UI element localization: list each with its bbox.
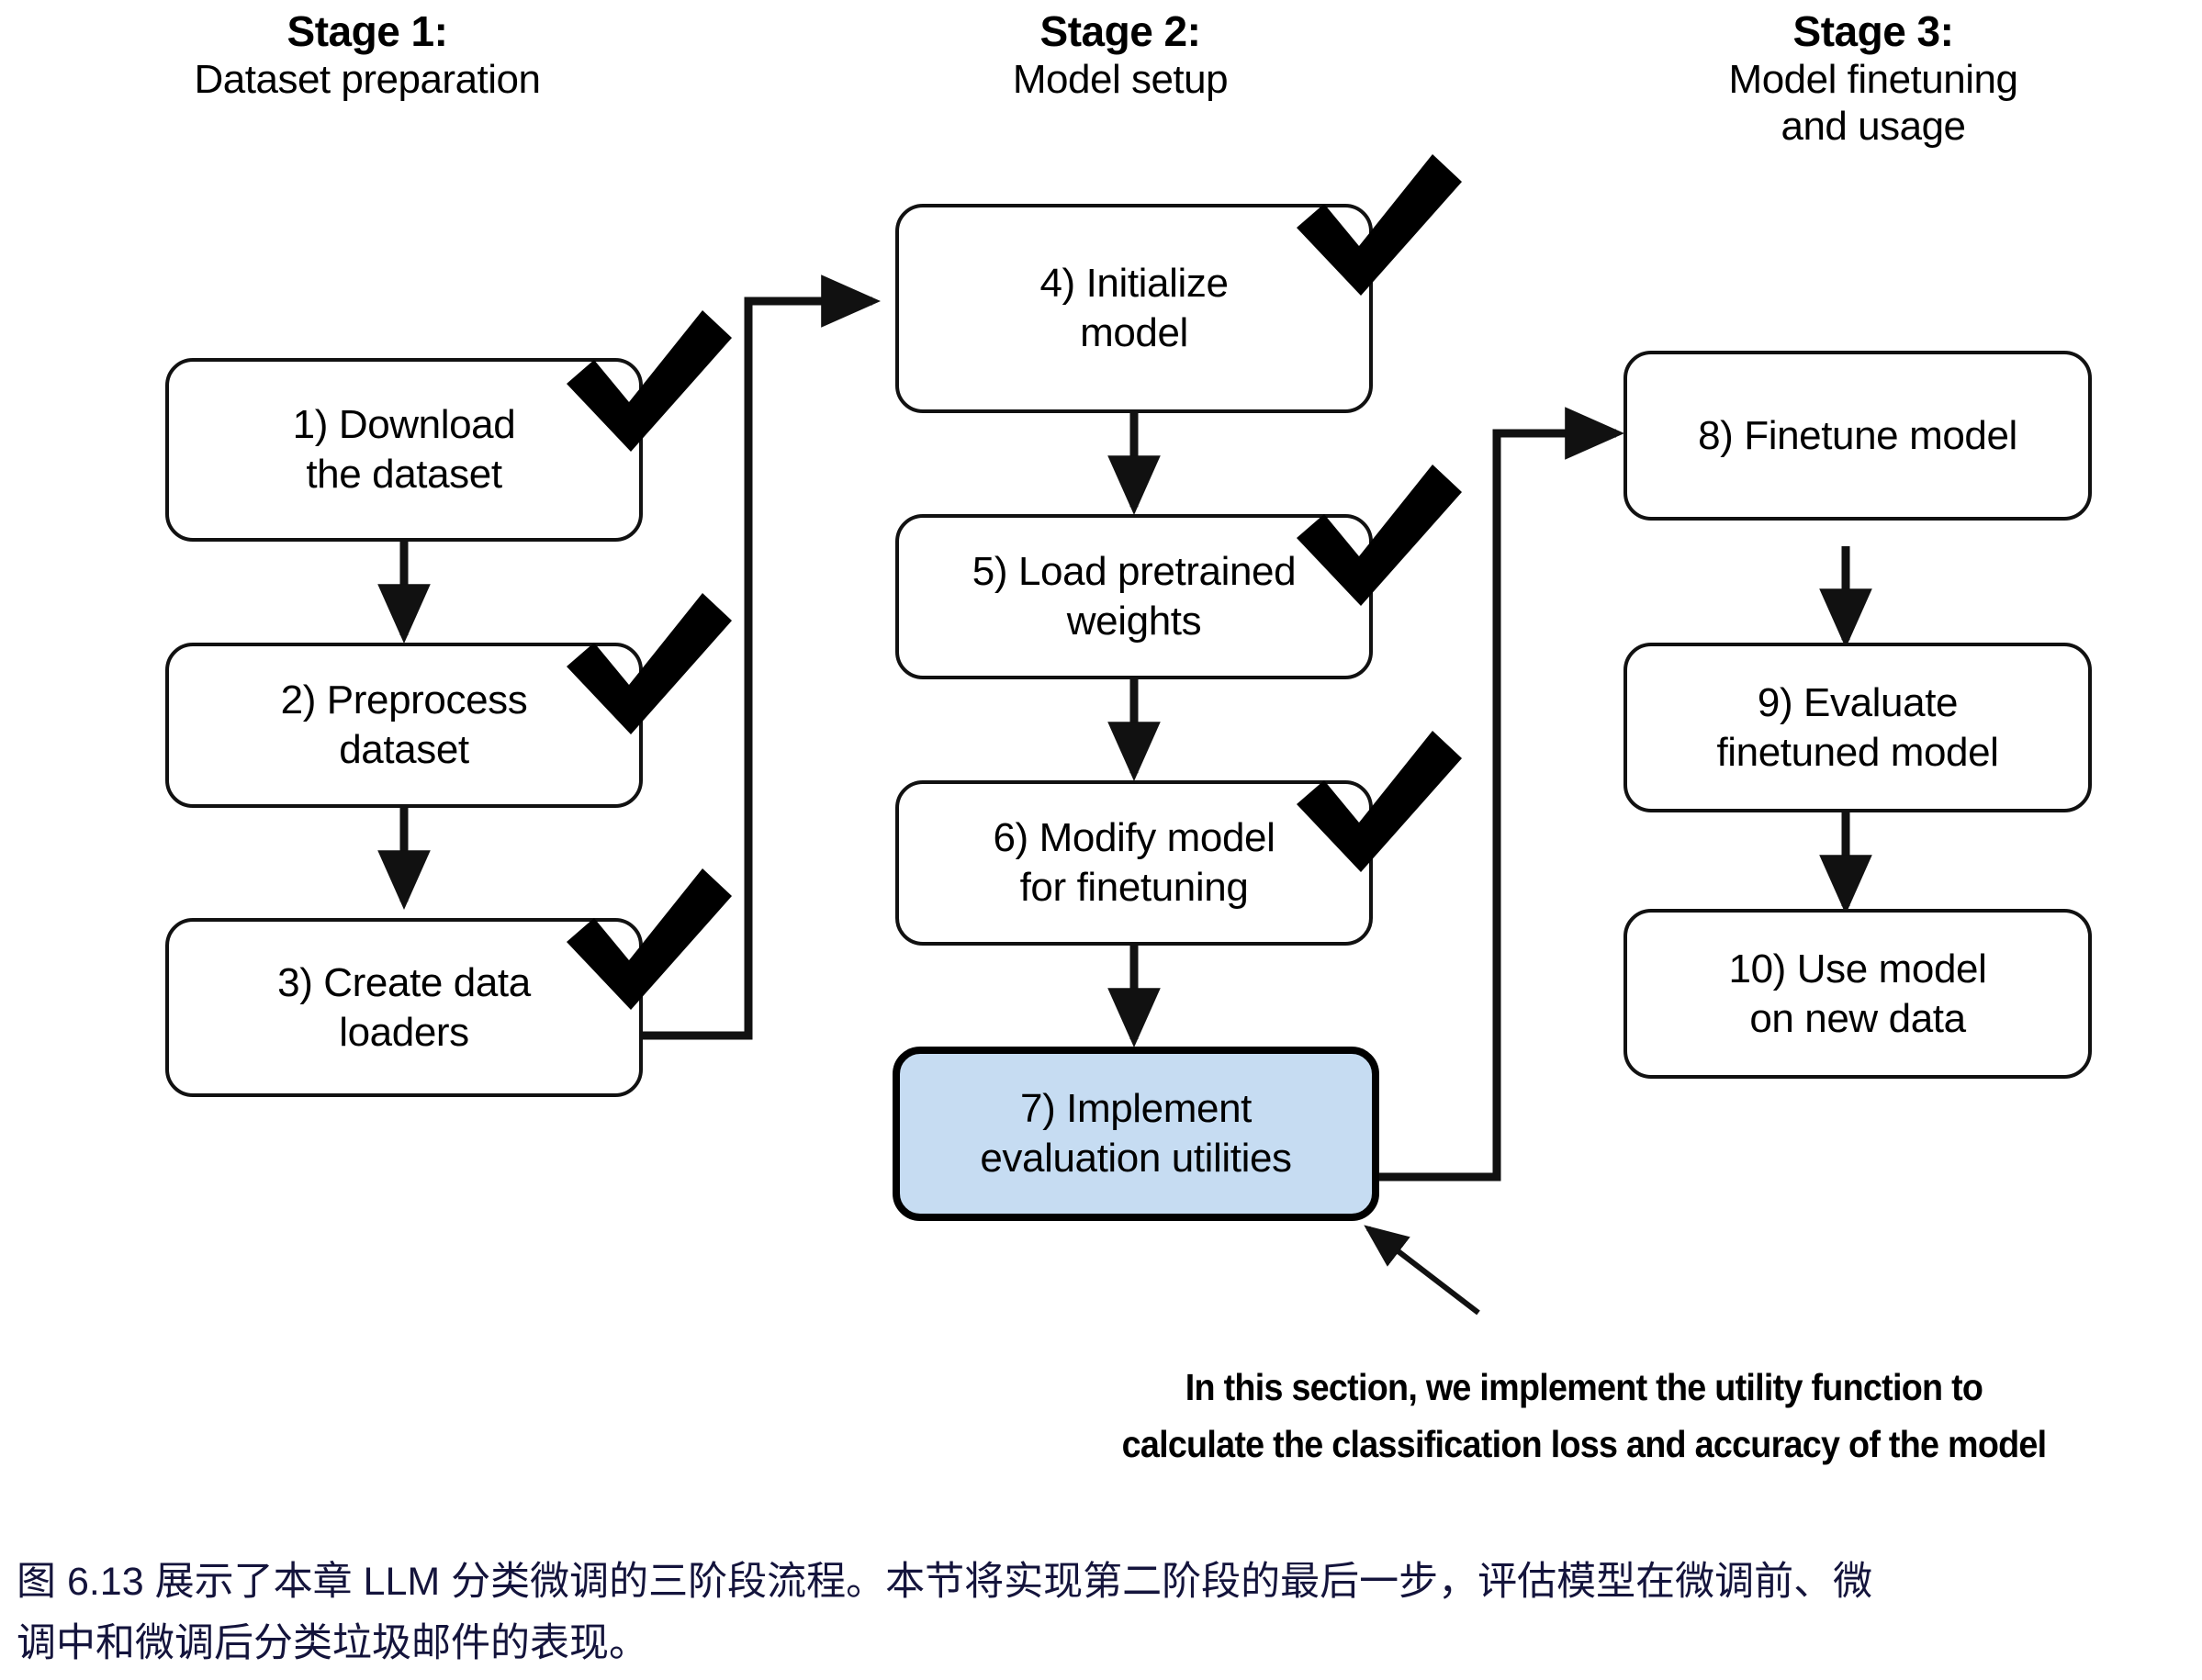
annotation-line-1: In this section, we implement the utilit…	[1185, 1366, 1983, 1408]
node-load-pretrained-weights[interactable]: 5) Load pretrained weights	[895, 514, 1373, 679]
stage-3-subtitle: Model finetuning and usage	[1728, 57, 2018, 150]
stage-1-title: Stage 1:	[286, 7, 448, 55]
stage-2-subtitle: Model setup	[1012, 57, 1229, 103]
caption-line-1: 图 6.13 展示了本章 LLM 分类微调的三阶段流程。本节将实现第二阶段的最后…	[17, 1560, 1873, 1604]
node-create-data-loaders[interactable]: 3) Create data loaders	[165, 918, 643, 1097]
stage-header-3: Stage 3: Model finetuning and usage	[1598, 7, 2149, 150]
annotation-line-2: calculate the classification loss and ac…	[1121, 1423, 2048, 1466]
connector-stage1-to-stage2	[638, 274, 882, 1040]
node-preprocess-dataset[interactable]: 2) Preprocess dataset	[165, 643, 643, 808]
figure-caption: 图 6.13 展示了本章 LLM 分类微调的三阶段流程。本节将实现第二阶段的最后…	[17, 1551, 2193, 1674]
node-label: 7) Implement evaluation utilities	[980, 1086, 1292, 1181]
node-label: 10) Use model on new data	[1728, 946, 1987, 1041]
node-label: 9) Evaluate finetuned model	[1716, 679, 1999, 775]
node-implement-evaluation-utilities[interactable]: 7) Implement evaluation utilities	[893, 1047, 1379, 1221]
node-label: 2) Preprocess dataset	[280, 678, 528, 772]
caption-line-2: 调中和微调后分类垃圾邮件的表现。	[17, 1620, 648, 1665]
annotation-pointer-arrow	[1364, 1225, 1480, 1316]
node-modify-model-for-finetuning[interactable]: 6) Modify model for finetuning	[895, 780, 1373, 946]
node-finetune-model[interactable]: 8) Finetune model	[1623, 351, 2092, 521]
node-label: 8) Finetune model	[1698, 412, 2017, 458]
stage-3-title: Stage 3:	[1792, 7, 1954, 55]
node-download-the-dataset[interactable]: 1) Download the dataset	[165, 358, 643, 542]
annotation-text: In this section, we implement the utilit…	[1039, 1359, 2129, 1473]
connector-stage2-to-stage3	[1359, 407, 1625, 1182]
stage-1-subtitle: Dataset preparation	[194, 57, 541, 103]
node-label: 6) Modify model for finetuning	[993, 815, 1275, 910]
node-label: 3) Create data loaders	[277, 959, 531, 1055]
stage-header-1: Stage 1: Dataset preparation	[110, 7, 624, 103]
stage-header-2: Stage 2: Model setup	[863, 7, 1377, 103]
node-label: 4) Initialize model	[1039, 261, 1229, 355]
node-initialize-model[interactable]: 4) Initialize model	[895, 204, 1373, 413]
node-label: 1) Download the dataset	[292, 402, 516, 497]
stage-2-title: Stage 2:	[1039, 7, 1201, 55]
node-use-model-on-new-data[interactable]: 10) Use model on new data	[1623, 909, 2092, 1079]
node-evaluate-finetuned-model[interactable]: 9) Evaluate finetuned model	[1623, 643, 2092, 812]
node-label: 5) Load pretrained weights	[972, 549, 1297, 644]
